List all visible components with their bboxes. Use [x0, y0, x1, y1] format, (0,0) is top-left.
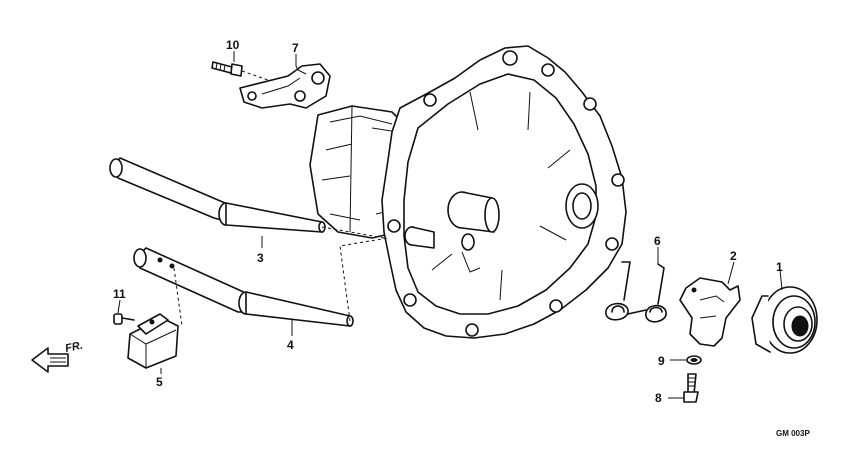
- callout-number-6: 6: [654, 234, 661, 248]
- diagram-code: GM 003P: [776, 429, 810, 438]
- transmission-housing[interactable]: [309, 45, 627, 339]
- clutch-release-lever[interactable]: [133, 237, 389, 327]
- callout-number-7: 7: [292, 41, 299, 55]
- callout-number-3: 3: [257, 251, 264, 265]
- callout-number-9: 9: [658, 354, 665, 368]
- clutch-cable-bracket[interactable]: [239, 63, 331, 109]
- release-fork-shaft[interactable]: [109, 157, 385, 239]
- leader-lines: [117, 51, 783, 399]
- clutch-release-fork[interactable]: [679, 277, 741, 347]
- callout-number-8: 8: [655, 391, 662, 405]
- callout-number-2: 2: [730, 249, 737, 263]
- callout-number-11: 11: [113, 287, 126, 301]
- bracket-bolt[interactable]: [211, 61, 269, 81]
- release-bearing[interactable]: [751, 286, 818, 354]
- fork-washer[interactable]: [686, 355, 702, 365]
- callout-number-5: 5: [156, 375, 163, 389]
- front-direction-arrow: FR.: [31, 340, 84, 373]
- callout-number-10: 10: [226, 38, 240, 52]
- callout-number-4: 4: [287, 338, 294, 352]
- fork-return-spring[interactable]: [605, 261, 667, 323]
- fork-bolt[interactable]: [683, 373, 699, 403]
- front-direction-label: FR.: [64, 340, 84, 355]
- callout-number-1: 1: [776, 260, 783, 274]
- stopper-bolt[interactable]: [113, 313, 135, 325]
- lever-stopper[interactable]: [127, 313, 179, 369]
